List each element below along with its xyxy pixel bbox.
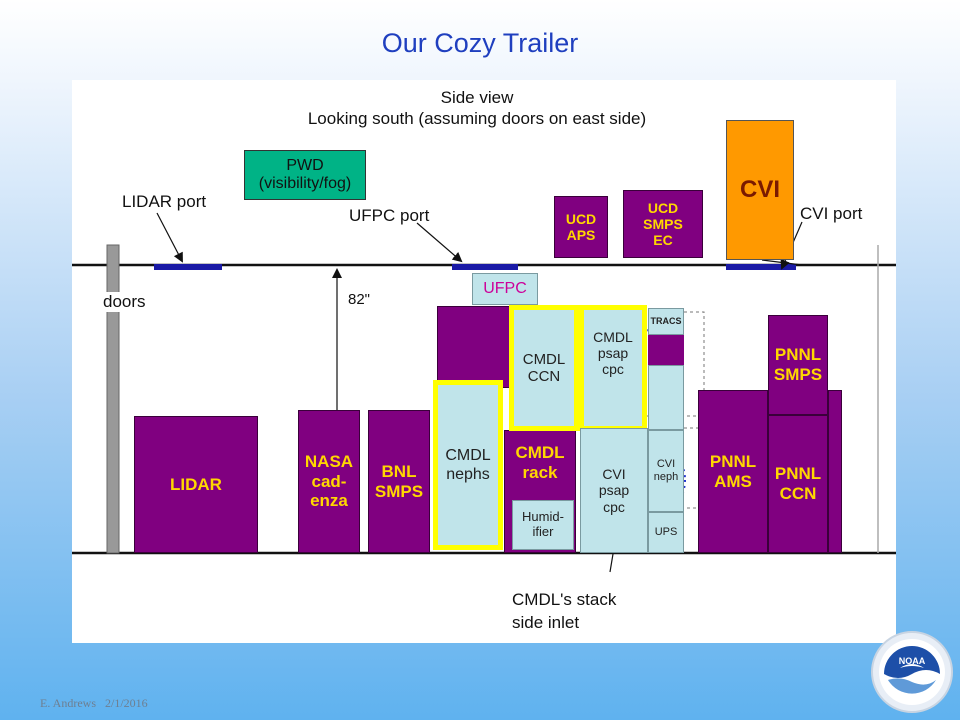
diagram-heading-line1: Side view xyxy=(440,88,514,107)
cvi-psap-cpc-box: CVI psap cpc xyxy=(580,428,648,553)
humidifier-box: Humid- ifier xyxy=(512,500,574,550)
tracs-lower-block xyxy=(648,365,684,430)
cmdl-cabinet-top xyxy=(437,306,511,388)
trailer-diagram: Side view Looking south (assuming doors … xyxy=(72,80,896,643)
ucd-smps-ec-box: UCD SMPS EC xyxy=(623,190,703,258)
ucd-aps-box: UCD APS xyxy=(554,196,608,258)
pnnl-ccn-box: PNNL CCN xyxy=(768,415,828,553)
cmdl-ccn-highlight xyxy=(509,305,579,431)
cmdl-nephs-box: CMDL nephs xyxy=(435,382,501,549)
slide-title: Our Cozy Trailer xyxy=(381,28,579,58)
ups-box: UPS xyxy=(648,512,684,553)
ufpc-port xyxy=(452,264,518,270)
cvi-box: CVI xyxy=(726,120,794,260)
lidar-port xyxy=(154,264,222,270)
cvi-neph-box: CVI neph xyxy=(648,430,684,512)
cvi-flow-circle xyxy=(604,439,686,521)
diagram-heading-line2: Looking south (assuming doors on east si… xyxy=(307,109,647,128)
noaa-logo: NOAA xyxy=(871,631,953,713)
nasa-cadenza-box: NASA cad- enza xyxy=(298,410,360,553)
height-label: 82" xyxy=(348,291,371,308)
pnnl-side-panel xyxy=(828,390,842,553)
ufpc-box: UFPC xyxy=(472,273,538,305)
cvi-port xyxy=(726,264,796,270)
pnnl-smps-box: PNNL SMPS xyxy=(768,315,828,415)
lidar-port-arrow xyxy=(156,212,183,263)
stack-inlet-label-line2: side inlet xyxy=(512,613,580,632)
pnnl-ams-box: PNNL AMS xyxy=(698,390,768,553)
cvi-port-label: CVI port xyxy=(800,204,863,223)
lidar-box: LIDAR xyxy=(134,416,258,553)
bnl-smps-box: BNL SMPS xyxy=(368,410,430,553)
cmdl-psap-cpc-box: CMDL psap cpc xyxy=(582,308,644,428)
footer-author: E. Andrews xyxy=(40,696,96,710)
cmdl-nephs-highlight xyxy=(433,380,503,550)
cmdl-nephs-text: CMDL nephs xyxy=(445,447,491,483)
door-post xyxy=(106,244,120,554)
footer-date: 2/1/2016 xyxy=(105,696,148,710)
cmdl-ccn-box: CMDL CCN xyxy=(512,308,576,428)
stack-inlet-label-line1: CMDL's stack xyxy=(512,590,617,609)
pwd-box: PWD (visibility/fog) xyxy=(244,150,366,200)
ufpc-port-arrow xyxy=(416,222,463,263)
lidar-port-label: LIDAR port xyxy=(122,192,207,211)
ufpc-port-label: UFPC port xyxy=(349,206,430,225)
footer: E. Andrews 2/1/2016 xyxy=(40,696,148,711)
noaa-logo-text: NOAA xyxy=(899,656,926,666)
doors-label: doors xyxy=(101,292,148,312)
cvi-inlet-tube xyxy=(761,259,803,266)
tracs-purple-block xyxy=(648,335,684,365)
tracs-box: TRACS xyxy=(648,308,684,335)
cmdl-psap-cpc-highlight xyxy=(579,305,647,431)
